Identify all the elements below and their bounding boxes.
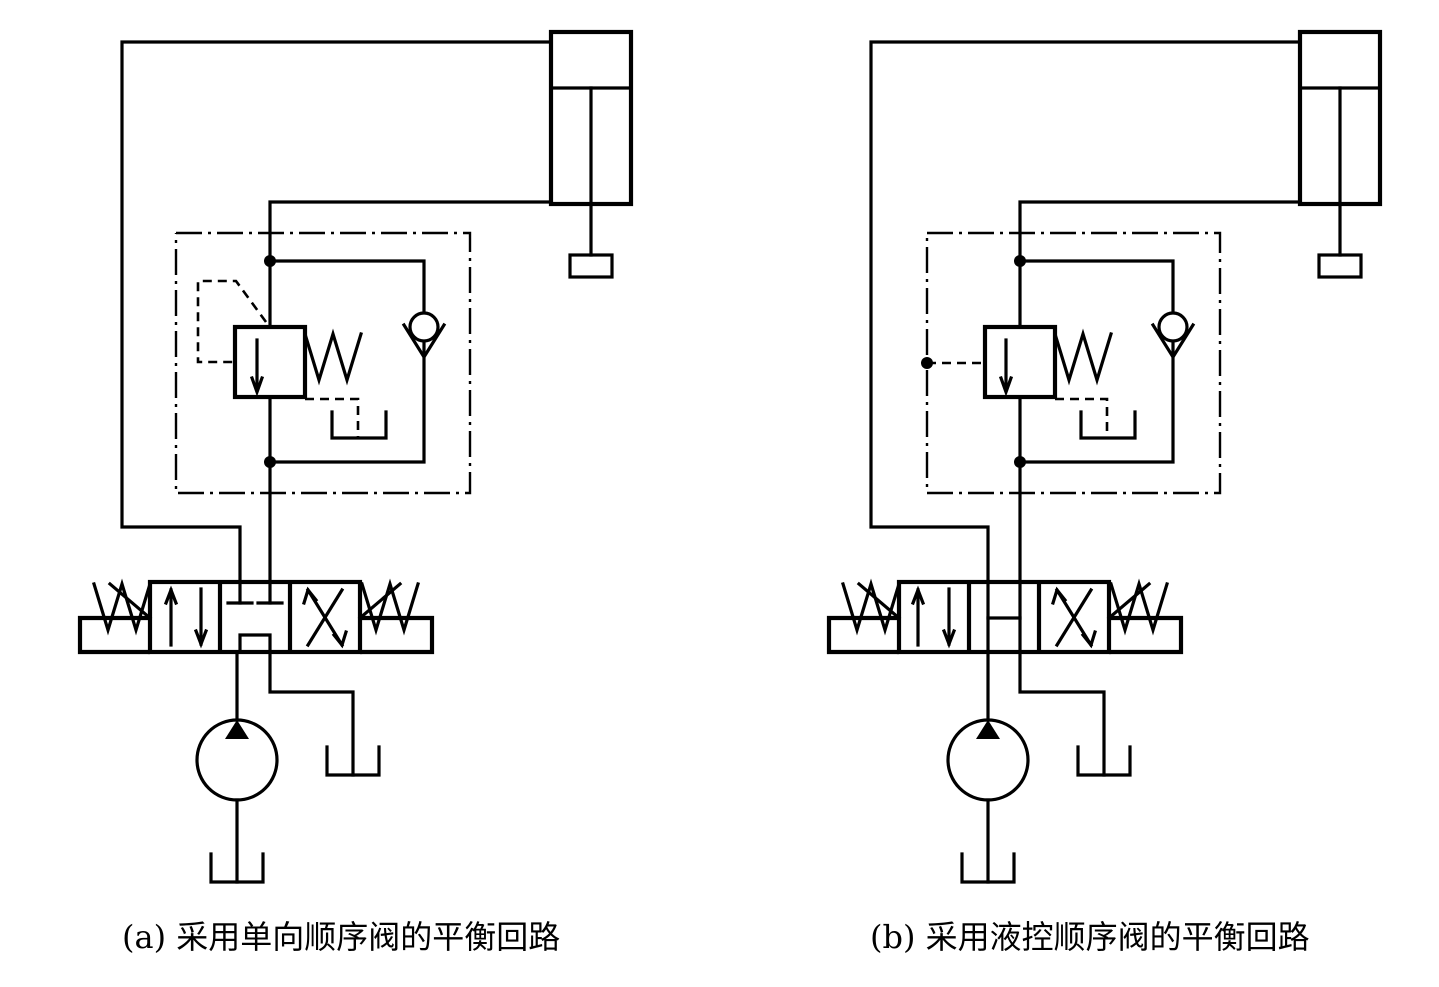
hydraulic-cylinder-b [1297, 29, 1383, 279]
main-line-b [1018, 200, 1302, 584]
directional-valve-b [826, 579, 1184, 655]
directional-valve-a [77, 579, 435, 655]
sequence-valve-a [196, 279, 388, 440]
pump-b [946, 650, 1030, 884]
tank-line-a [268, 650, 355, 777]
circuit-b [826, 29, 1383, 884]
circuit-a [77, 29, 634, 884]
check-valve-a [401, 311, 447, 361]
main-line-a [268, 200, 553, 584]
hydraulic-cylinder-a [548, 29, 634, 279]
check-valve-branch-b [1018, 259, 1175, 464]
tank-line-b [1018, 650, 1106, 777]
valve-group-boundary-b [925, 231, 1222, 495]
check-valve-branch-a [268, 259, 426, 464]
caption-a: (a) 采用单向顺序阀的平衡回路 [122, 918, 561, 956]
valve-group-boundary-a [174, 231, 472, 495]
check-valve-b [1150, 311, 1196, 361]
pump-a [195, 650, 279, 884]
caption-b: (b) 采用液控顺序阀的平衡回路 [870, 918, 1310, 956]
sequence-valve-b [921, 324, 1137, 440]
return-line-a [120, 40, 553, 584]
return-line-b [869, 40, 1302, 584]
